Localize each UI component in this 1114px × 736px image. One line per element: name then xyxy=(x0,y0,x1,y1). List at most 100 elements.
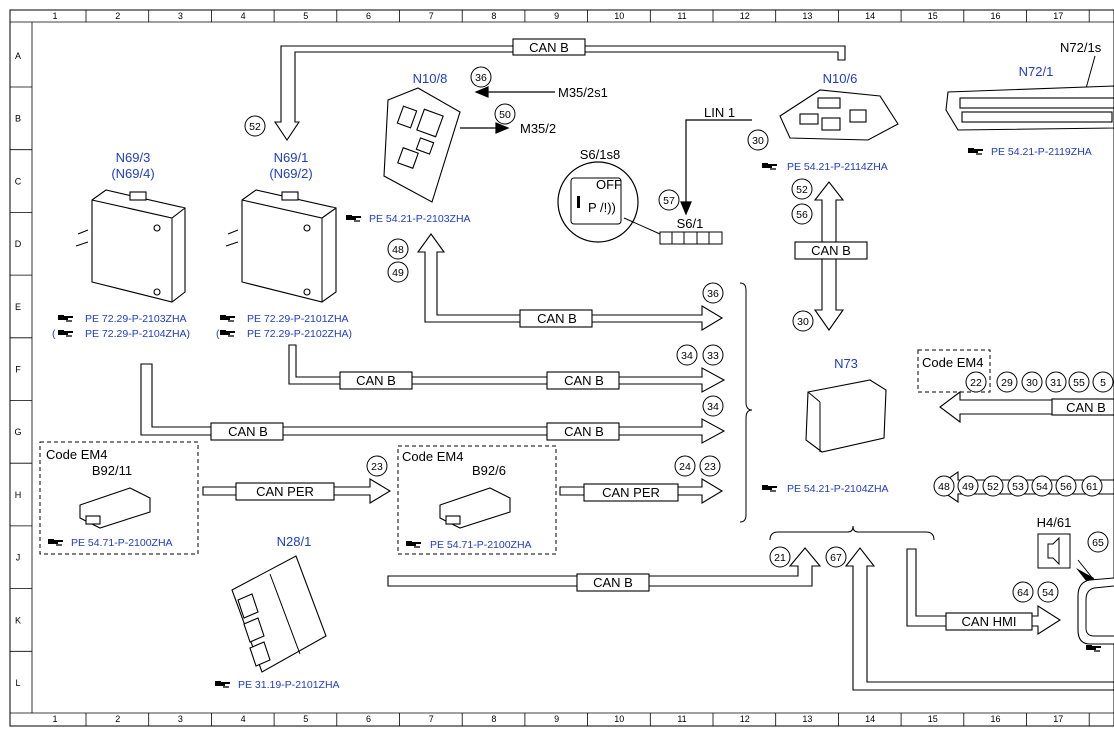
callout-text: 34 xyxy=(681,350,693,362)
callout-r5: 55 xyxy=(1068,371,1090,393)
svg-text:B92/6: B92/6 xyxy=(472,463,506,478)
callout-s3: 52 xyxy=(982,475,1004,497)
h4-61-speaker: H4/61 xyxy=(1037,515,1095,586)
can-b-top-line xyxy=(273,45,846,141)
callout-c54a: 54 xyxy=(1037,581,1059,603)
callout-text: 52 xyxy=(987,481,999,493)
column-number: 5 xyxy=(303,11,308,21)
svg-text:CAN PER: CAN PER xyxy=(256,484,314,499)
svg-text:Code EM4: Code EM4 xyxy=(402,449,463,464)
column-number: 12 xyxy=(740,11,750,21)
svg-text:PE 54.71-P-2100ZHA: PE 54.71-P-2100ZHA xyxy=(71,537,173,549)
callout-c64: 64 xyxy=(1012,581,1034,603)
n72-1-module: N72/1s N72/1 PE 54.21-P-2119ZHA xyxy=(945,40,1114,158)
svg-text:PE 54.21-P-2104ZHA: PE 54.21-P-2104ZHA xyxy=(787,483,889,495)
callout-c48a: 48 xyxy=(387,238,409,260)
column-number: 11 xyxy=(677,714,686,724)
column-number: 8 xyxy=(491,714,496,724)
callout-text: 64 xyxy=(1017,587,1029,599)
column-number: 16 xyxy=(990,11,1000,21)
column-number: 6 xyxy=(366,714,371,724)
callout-c65: 65 xyxy=(1087,531,1109,553)
row-letter: K xyxy=(15,615,21,625)
callout-text: 30 xyxy=(797,316,809,328)
callout-text: 24 xyxy=(679,461,691,473)
b92-6-sensor: Code EM4 B92/6 PE 54.71-P-2100ZHA xyxy=(397,445,557,555)
svg-text:PE 54.21-P-2119ZHA: PE 54.21-P-2119ZHA xyxy=(991,146,1092,158)
column-number: 17 xyxy=(1053,714,1063,724)
callout-text: 65 xyxy=(1092,537,1104,549)
brace-bracket xyxy=(739,282,753,523)
callout-text: 49 xyxy=(962,481,974,493)
callout-text: 57 xyxy=(663,195,675,207)
callout-text: 48 xyxy=(938,481,950,493)
callout-text: 49 xyxy=(392,267,404,279)
column-number: 17 xyxy=(1053,11,1063,21)
callout-r2: 29 xyxy=(996,371,1018,393)
row-letter: B xyxy=(15,114,21,124)
column-number: 13 xyxy=(802,11,812,21)
n28-1-module: N28/1 PE 31.19-P-2101ZHA xyxy=(214,534,340,691)
column-number: 16 xyxy=(990,714,1000,724)
display-fragment xyxy=(1077,577,1114,652)
svg-text:N72/1: N72/1 xyxy=(1019,64,1054,79)
svg-text:PE 54.21-P-2114ZHA: PE 54.21-P-2114ZHA xyxy=(787,161,888,173)
bottom-brace xyxy=(769,525,935,541)
column-number: 6 xyxy=(366,11,371,21)
callout-text: 23 xyxy=(371,461,383,473)
svg-text:P: P xyxy=(588,200,597,215)
svg-text:PE 72.29-P-2101ZHA: PE 72.29-P-2101ZHA xyxy=(247,313,349,325)
svg-text:CAN B: CAN B xyxy=(564,373,604,388)
callout-c36b: 36 xyxy=(702,282,724,304)
svg-text:N10/6: N10/6 xyxy=(823,71,858,86)
callout-text: 56 xyxy=(796,209,808,221)
row-letter: E xyxy=(15,302,21,312)
callout-s6: 56 xyxy=(1055,475,1077,497)
callout-s5: 54 xyxy=(1031,475,1053,497)
callout-text: 23 xyxy=(704,461,716,473)
callout-s7: 61 xyxy=(1081,475,1103,497)
lin1-label: LIN 1 xyxy=(704,105,735,120)
column-number: 13 xyxy=(802,714,812,724)
svg-text:PE 72.29-P-2104ZHA): PE 72.29-P-2104ZHA) xyxy=(85,328,190,340)
svg-text:N28/1: N28/1 xyxy=(277,534,312,549)
callout-c49a: 49 xyxy=(387,261,409,283)
callout-c36a: 36 xyxy=(470,66,492,88)
svg-text:(N69/4): (N69/4) xyxy=(111,166,154,181)
svg-text:H4/61: H4/61 xyxy=(1037,515,1072,530)
column-number: 15 xyxy=(928,714,938,724)
callout-s1: 48 xyxy=(933,475,955,497)
n69-3-module: N69/3 (N69/4) PE 72.29-P-2103ZHA ( PE 72… xyxy=(52,150,190,340)
row-letter: J xyxy=(16,553,21,563)
svg-text:B92/11: B92/11 xyxy=(92,463,132,478)
n73-module: N73 PE 54.21-P-2104ZHA xyxy=(761,356,889,495)
callout-c30a: 30 xyxy=(747,129,769,151)
column-number: 9 xyxy=(554,714,559,724)
can-b-n69-3-line xyxy=(140,363,726,444)
svg-text:CAN B: CAN B xyxy=(228,424,268,439)
callout-r6: 5 xyxy=(1092,371,1114,393)
callout-c57: 57 xyxy=(658,189,680,211)
callout-text: 22 xyxy=(970,377,982,389)
column-number: 5 xyxy=(303,714,308,724)
svg-text:PE 31.19-P-2101ZHA: PE 31.19-P-2101ZHA xyxy=(238,679,340,691)
row-letter: L xyxy=(15,678,20,688)
callout-c34b: 34 xyxy=(702,395,724,417)
callout-c23b: 23 xyxy=(699,455,721,477)
column-number: 7 xyxy=(429,11,434,21)
svg-text:N72/1s: N72/1s xyxy=(1060,40,1102,55)
signal-lines xyxy=(460,86,752,216)
svg-text:CAN B: CAN B xyxy=(811,243,851,258)
callout-text: 50 xyxy=(499,109,511,121)
callout-text: 29 xyxy=(1001,377,1013,389)
column-number: 1 xyxy=(52,714,57,724)
callout-c50: 50 xyxy=(494,103,516,125)
svg-text:OFF: OFF xyxy=(596,177,622,192)
column-number: 10 xyxy=(614,11,624,21)
callout-r3: 30 xyxy=(1021,371,1043,393)
svg-text:CAN B: CAN B xyxy=(356,373,396,388)
svg-text:PE 54.71-P-2100ZHA: PE 54.71-P-2100ZHA xyxy=(430,539,532,551)
